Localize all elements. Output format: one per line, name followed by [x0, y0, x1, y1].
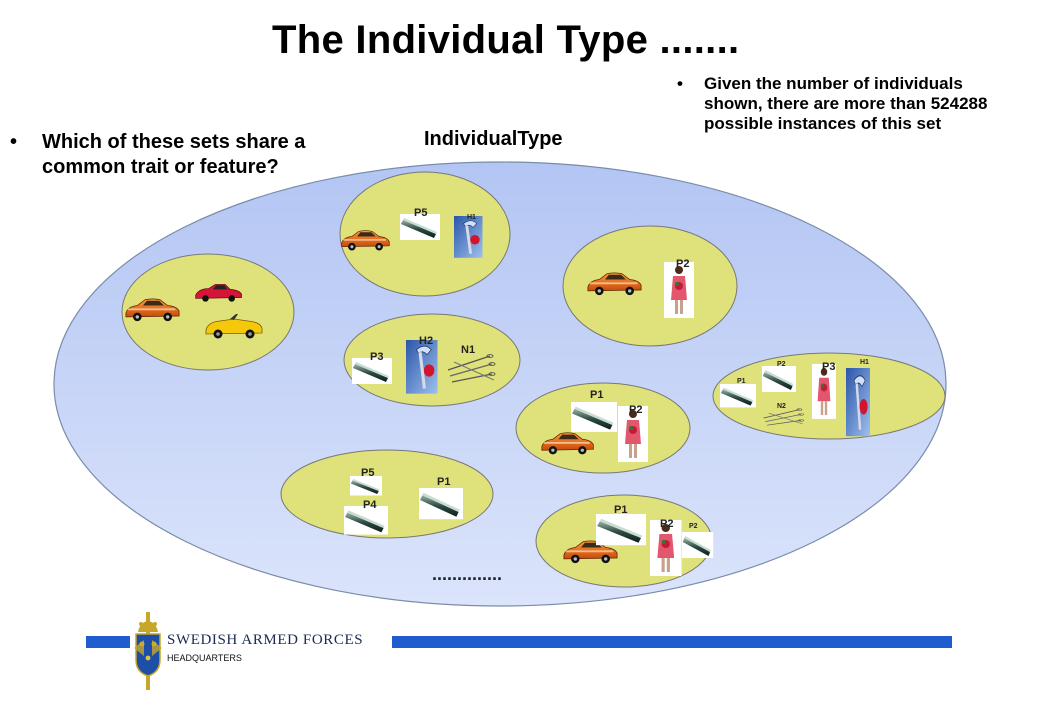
subset-car-p2: P2: [562, 225, 738, 347]
label-p1: P1: [590, 389, 603, 401]
label-h2: H2: [419, 335, 433, 347]
label-p2: P2: [676, 258, 689, 270]
label-p2: P2: [777, 361, 786, 368]
label-p3: P3: [822, 361, 835, 373]
label-p1: P1: [614, 504, 627, 516]
label-p3: P3: [370, 351, 383, 363]
org-name: SWEDISH ARMED FORCES: [167, 632, 364, 648]
bullet-marker: •: [677, 74, 683, 93]
label-n1: N1: [461, 344, 475, 356]
label-p5: P5: [361, 467, 374, 479]
footer-bar-right: [392, 636, 952, 648]
subset-car-p5-h1: P5 H1: [339, 171, 511, 297]
page-title: The Individual Type .......: [272, 18, 740, 62]
label-p1: P1: [737, 378, 746, 385]
label-p2-small: P2: [689, 523, 698, 530]
label-p4: P4: [363, 499, 377, 511]
continuation-ellipsis: ..............: [432, 564, 502, 584]
label-p2: P2: [660, 518, 673, 530]
label-n2: N2: [777, 403, 786, 410]
label-h1: H1: [860, 359, 869, 366]
set-label: IndividualType: [424, 128, 563, 150]
footer-bar-left: [86, 636, 130, 648]
subset-car-p1-p2: P1 P2: [515, 382, 691, 474]
org-subtitle: HEADQUARTERS: [167, 653, 242, 663]
crest-logo: [134, 612, 162, 690]
question-text: Which of these sets share a common trait…: [42, 131, 306, 178]
label-p1: P1: [437, 476, 450, 488]
label-p2: P2: [629, 404, 642, 416]
subset-p1-n2-p2-p3-h1: P1 P2 N2 P3 H1: [712, 352, 946, 440]
subset-p3-h2-n1: P3 H2 N1: [343, 313, 521, 407]
label-h1: H1: [467, 214, 476, 221]
subset-p5-p4-p1: P5 P4 P1: [280, 449, 494, 539]
question-bullet: • Which of these sets share a common tra…: [10, 130, 370, 180]
label-p5: P5: [414, 207, 427, 219]
subset-car-p1-p2-p2: P1 P2 P2: [535, 494, 714, 588]
subset-cars: [121, 253, 295, 371]
bullet-marker: •: [10, 131, 18, 153]
note-text: Given the number of individuals shown, t…: [704, 74, 988, 133]
note-bullet: • Given the number of individuals shown,…: [677, 74, 1017, 134]
